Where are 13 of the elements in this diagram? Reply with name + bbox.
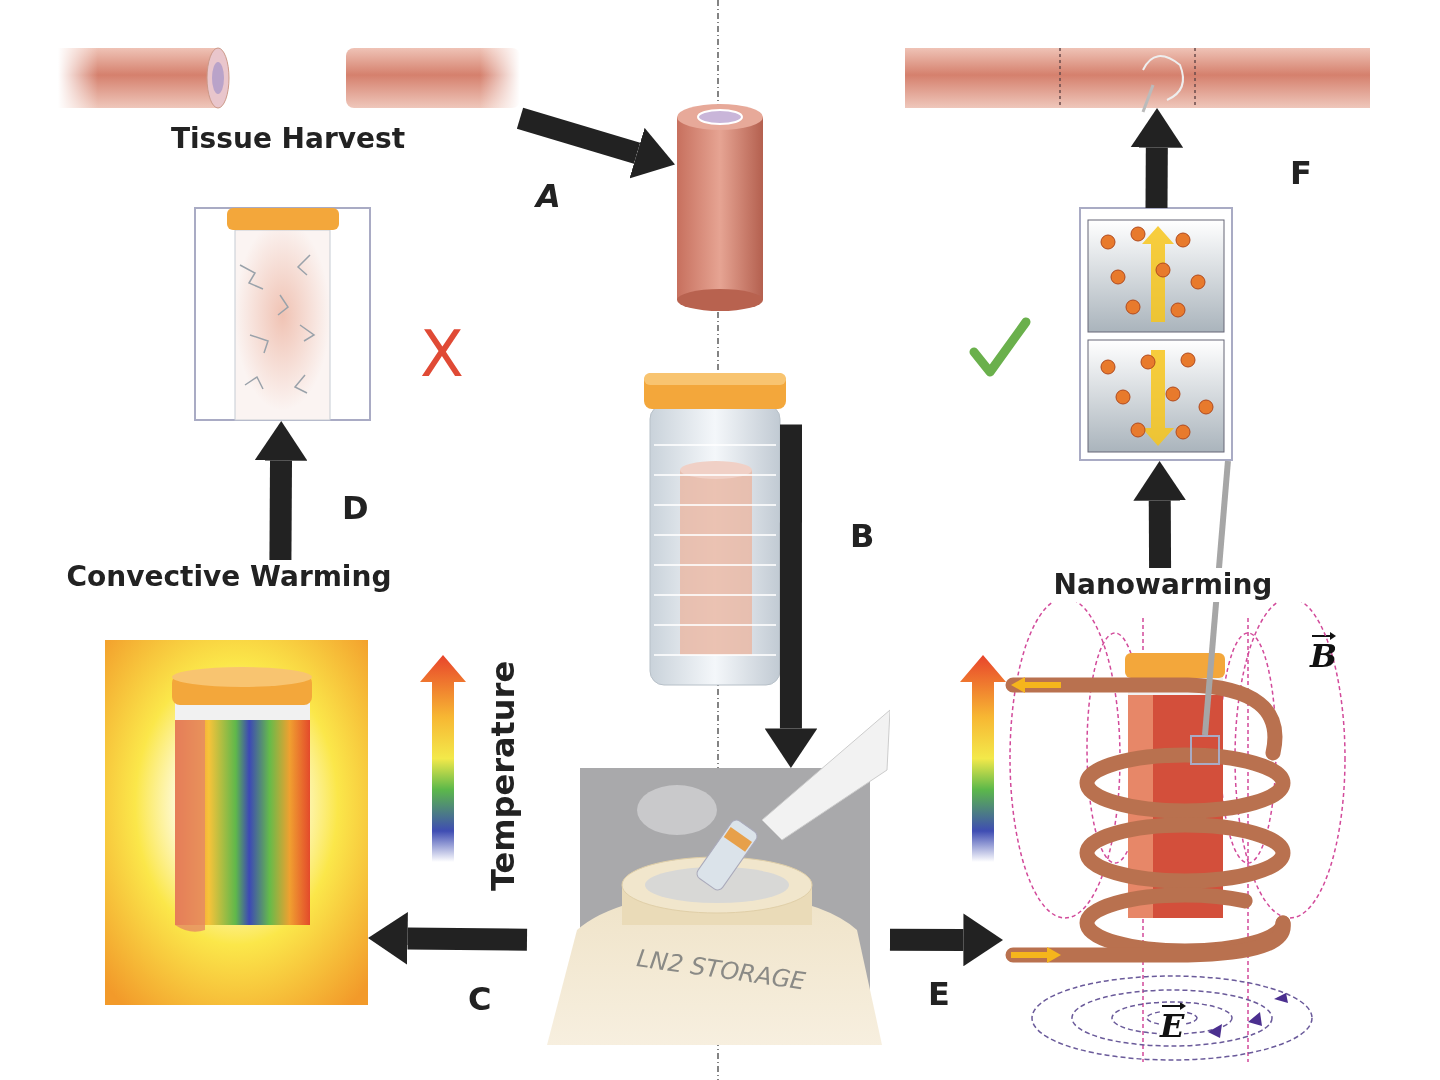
block-arrow [516,107,675,179]
block-arrow [1130,108,1184,209]
block-arrow [889,913,1003,967]
inset-frame [1190,735,1220,765]
block-arrow [368,912,528,965]
cross-mark: X [420,322,464,386]
block-arrow [764,424,818,768]
vector-symbol: B [1310,640,1338,672]
axis-title: Temperature [487,660,519,892]
leader-line [1202,460,1231,736]
block-arrow [254,421,308,561]
block-arrow [1133,461,1187,569]
tank-label: LN2 STORAGE [634,943,809,998]
